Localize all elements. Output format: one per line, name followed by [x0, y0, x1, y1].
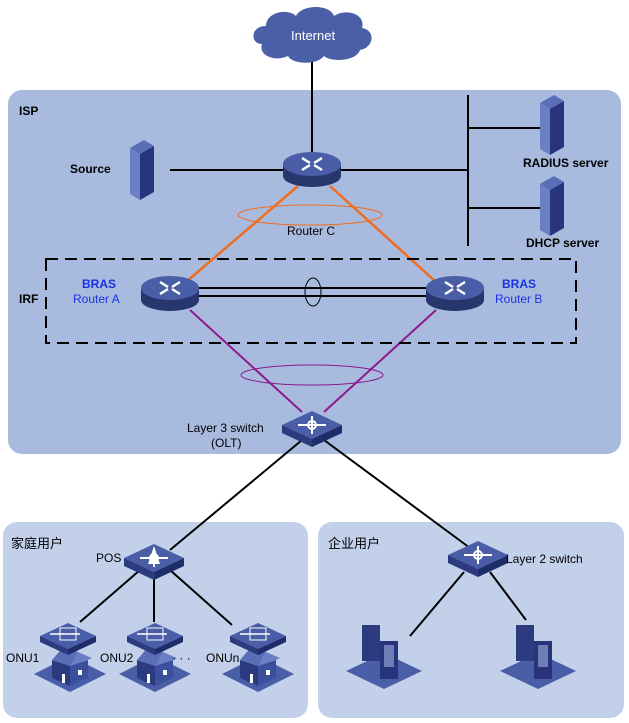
onu2-label: ONU2: [100, 651, 134, 665]
router-a-role: BRAS: [82, 277, 117, 291]
link-routera-l3switch: [189, 309, 303, 413]
aggregation-ellipse-purple: [240, 364, 384, 386]
internet-label: Internet: [291, 28, 336, 43]
internet-cloud-icon: [253, 7, 372, 63]
router-b-label: Router B: [495, 292, 543, 306]
aggregation-ellipse-orange: [237, 204, 383, 226]
l2-switch-label: Layer 2 switch: [506, 552, 583, 566]
l3-switch-icon: [281, 410, 343, 448]
router-b-icon: [424, 274, 486, 313]
link-pos-onun: [169, 569, 233, 626]
office-building-2-icon: [500, 625, 576, 689]
router-c-icon: [281, 150, 343, 189]
router-a-label: Router A: [73, 292, 120, 306]
home-users-label: 家庭用户: [11, 536, 64, 551]
router-b-role: BRAS: [502, 277, 537, 291]
irf-label: IRF: [19, 292, 39, 306]
link-routerb-l3switch: [323, 309, 437, 413]
pos-label: POS: [96, 551, 122, 565]
link-routerc-routerb: [329, 185, 437, 283]
link-l3switch-l2switch: [323, 439, 471, 549]
pos-icon: [123, 543, 185, 581]
l3-switch-label: Layer 3 switch: [187, 421, 264, 435]
isp-region: [8, 90, 621, 454]
l3-switch-sublabel: (OLT): [211, 436, 242, 450]
onu1-label: ONU1: [6, 651, 40, 665]
link-routerc-routera: [185, 185, 299, 283]
radius-server-icon: [540, 95, 564, 155]
onu-ellipsis: · · ·: [172, 651, 191, 665]
source-label: Source: [70, 162, 111, 176]
onun-label: ONUn: [206, 651, 240, 665]
source-server-icon: [130, 140, 154, 200]
router-a-icon: [139, 274, 201, 313]
router-c-label: Router C: [287, 224, 336, 238]
link-l2switch-office2: [489, 571, 527, 621]
dhcp-server-label: DHCP server: [526, 236, 600, 250]
business-users-label: 企业用户: [328, 536, 381, 551]
irf-boundary: [45, 258, 577, 344]
link-l2switch-office1: [409, 571, 465, 637]
onu1-icon: [39, 622, 97, 656]
link-pos-onu1: [79, 569, 141, 623]
link-l3switch-pos: [169, 439, 303, 551]
radius-server-label: RADIUS server: [523, 156, 609, 170]
dhcp-server-icon: [540, 176, 564, 236]
isp-label: ISP: [19, 104, 39, 118]
aggregation-ellipse-irf: [304, 277, 322, 307]
links: [79, 60, 540, 637]
l2-switch-icon: [447, 540, 509, 578]
